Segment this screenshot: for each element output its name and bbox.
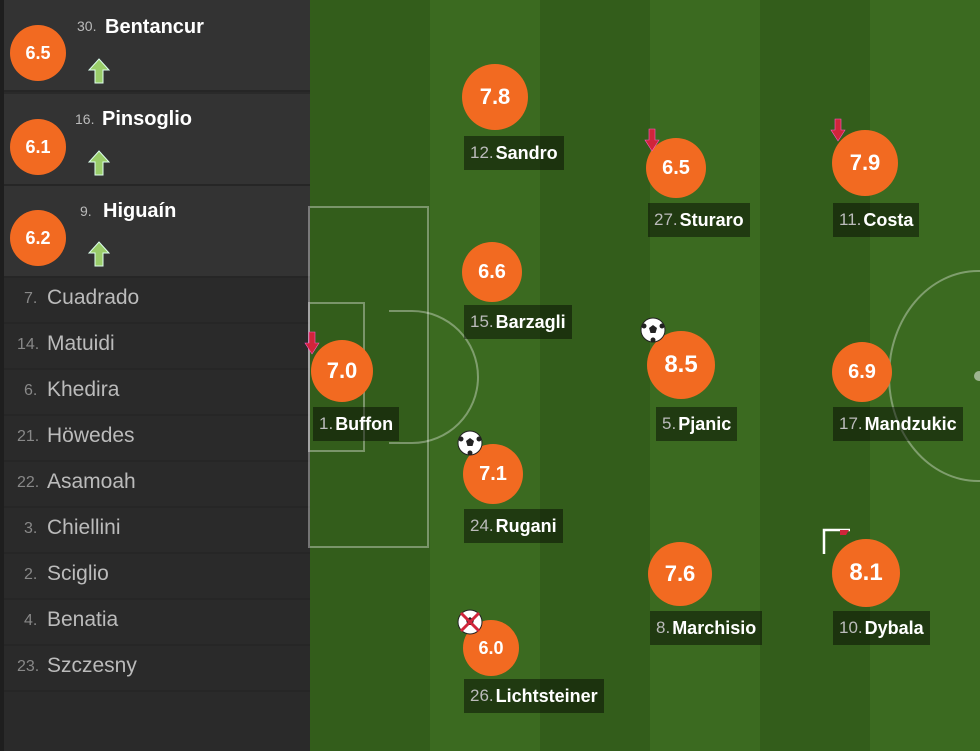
player-name: Cuadrado <box>47 286 140 309</box>
player-name: Marchisio <box>672 617 757 638</box>
player-number: 2. <box>24 566 38 583</box>
player-number: 7. <box>24 290 38 307</box>
player-label: 8. Marchisio <box>650 611 763 645</box>
player-number: 24. <box>470 516 494 535</box>
player-name: Asamoah <box>47 470 136 493</box>
player-name: Bentancur <box>105 16 204 38</box>
player-number: 4. <box>24 612 38 629</box>
sub-out-arrow-icon <box>304 331 320 355</box>
player-number: 27. <box>654 210 678 229</box>
player-number: 10. <box>839 618 863 637</box>
player-name: Matuidi <box>47 332 115 355</box>
bench-player[interactable]: 7. Cuadrado <box>4 278 310 324</box>
player-name: Mandzukic <box>864 413 957 434</box>
player-number: 5. <box>662 414 677 433</box>
player-number: 9. <box>80 203 92 219</box>
player-name: Sturaro <box>679 209 744 230</box>
player-label: 26. Lichtsteiner <box>464 679 604 713</box>
player-number: 8. <box>656 618 671 637</box>
player-rating: 6.2 <box>10 210 66 266</box>
football-pitch: 7.0 1. Buffon 7.8 12. Sandro 6.6 15. Bar… <box>304 0 980 751</box>
player-rating: 7.8 <box>462 64 528 130</box>
sub-in-arrow-icon <box>88 241 110 267</box>
bench-player[interactable]: 21. Höwedes <box>4 416 310 462</box>
player-label: 17. Mandzukic <box>833 407 963 441</box>
player-name: Szczesny <box>47 654 137 677</box>
player-number: 17. <box>839 414 863 433</box>
sub-player-pinsoglio[interactable]: 6.1 16. Pinsoglio <box>4 94 310 186</box>
own-goal-ball-icon <box>457 609 483 635</box>
player-label: 5. Pjanic <box>656 407 738 441</box>
player-name: Rugani <box>495 515 557 536</box>
player-rating: 6.5 <box>646 138 706 198</box>
player-number: 26. <box>470 686 494 705</box>
player-number: 3. <box>24 520 38 537</box>
pitch-stripe <box>540 0 650 751</box>
player-name: Dybala <box>864 617 924 638</box>
player-name: Chiellini <box>47 516 121 539</box>
player-rating: 6.1 <box>10 119 66 175</box>
player-name: Costa <box>863 209 914 230</box>
bench-player[interactable]: 14. Matuidi <box>4 324 310 370</box>
player-number: 11. <box>839 210 862 229</box>
player-number: 21. <box>17 428 40 445</box>
bench-player[interactable]: 3. Chiellini <box>4 508 310 554</box>
bench-player[interactable]: 2. Sciglio <box>4 554 310 600</box>
bench-player[interactable]: 4. Benatia <box>4 600 310 646</box>
center-spot <box>974 371 980 381</box>
player-rating: 6.5 <box>10 25 66 81</box>
player-number: 22. <box>17 474 40 491</box>
player-number: 16. <box>75 111 95 127</box>
player-number: 14. <box>17 336 40 353</box>
player-rating: 8.1 <box>832 539 900 607</box>
player-name: Sciglio <box>47 562 109 585</box>
player-label: 10. Dybala <box>833 611 930 645</box>
player-rating: 7.0 <box>311 340 373 402</box>
player-label: 1. Buffon <box>313 407 400 441</box>
player-label: 12. Sandro <box>464 136 564 170</box>
player-name: Lichtsteiner <box>495 685 598 706</box>
player-rating: 6.9 <box>832 342 892 402</box>
sub-in-arrow-icon <box>88 150 110 176</box>
player-rating: 7.6 <box>648 542 712 606</box>
sub-player-higuain[interactable]: 6.2 9. Higuaín <box>4 186 310 278</box>
player-number: 15. <box>470 312 494 331</box>
bench-player[interactable]: 6. Khedira <box>4 370 310 416</box>
player-number: 6. <box>24 382 38 399</box>
goal-ball-icon <box>640 317 666 343</box>
player-name: Benatia <box>47 608 119 631</box>
player-name: Pjanic <box>678 413 732 434</box>
sub-player-bentancur[interactable]: 6.5 30. Bentancur <box>4 0 310 92</box>
player-name: Pinsoglio <box>102 108 192 130</box>
player-rating: 8.5 <box>647 331 715 399</box>
bench-player[interactable]: 23. Szczesny <box>4 646 310 692</box>
player-label: 27. Sturaro <box>648 203 750 237</box>
player-label: 11. Costa <box>833 203 920 237</box>
player-number: 12. <box>470 143 494 162</box>
player-rating: 7.9 <box>832 130 898 196</box>
substitutes-sidebar: 6.5 30. Bentancur 6.1 16. Pinsoglio 6.2 … <box>4 0 310 751</box>
sub-out-arrow-icon <box>644 128 660 152</box>
player-number: 23. <box>17 658 40 675</box>
player-name: Khedira <box>47 378 120 401</box>
player-name: Sandro <box>495 142 558 163</box>
player-name: Higuaín <box>103 200 177 222</box>
player-label: 24. Rugani <box>464 509 563 543</box>
bench-player[interactable]: 22. Asamoah <box>4 462 310 508</box>
sub-in-arrow-icon <box>88 58 110 84</box>
corner-flag-icon <box>822 528 850 554</box>
sub-out-arrow-icon <box>830 118 846 142</box>
player-name: Barzagli <box>495 311 566 332</box>
player-name: Buffon <box>335 413 394 434</box>
player-rating: 6.6 <box>462 242 522 302</box>
goal-ball-icon <box>457 430 483 456</box>
player-number: 1. <box>319 414 334 433</box>
player-label: 15. Barzagli <box>464 305 572 339</box>
player-name: Höwedes <box>47 424 135 447</box>
player-number: 30. <box>77 18 97 34</box>
